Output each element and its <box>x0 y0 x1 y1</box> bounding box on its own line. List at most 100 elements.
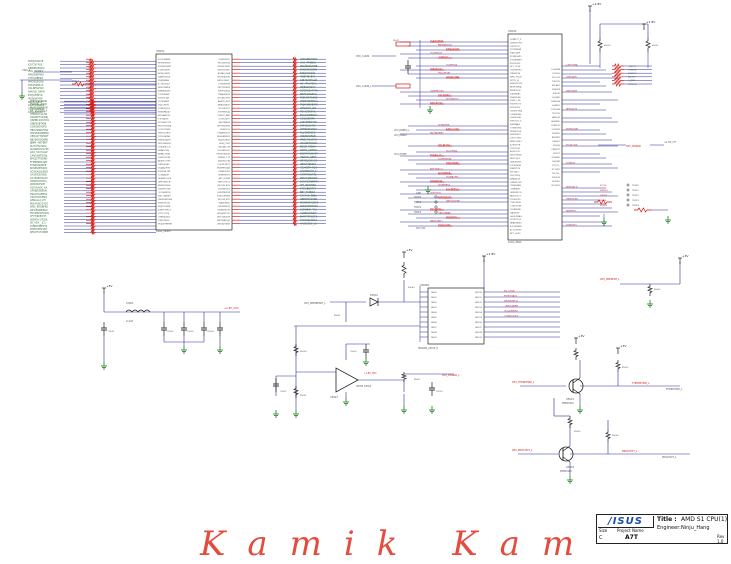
pin-label: DBG11 <box>475 297 483 299</box>
power-label: +3V <box>106 284 113 288</box>
pin-label: B0JDC29MB <box>158 206 171 208</box>
ground-symbol <box>601 218 607 226</box>
net-label: ANVQD_Q6VR <box>28 91 45 94</box>
pin-label: JMOVM_8SV <box>217 185 231 187</box>
resistor-h <box>90 121 96 126</box>
resistor-h <box>90 143 96 149</box>
pin-label: FAQYV3CT <box>510 194 521 197</box>
pin-label: DBG2 <box>431 302 437 304</box>
pin-label: 71FISJ60X <box>158 119 169 121</box>
net-label: IGFGKSMDZGC <box>30 209 48 212</box>
pin-label: DBG9 <box>431 337 437 339</box>
net-label: 9P4_B93V55S <box>300 184 316 187</box>
net-label: SCFQX9MM0XU <box>300 205 318 208</box>
resistor-h <box>292 148 298 153</box>
net-label: LO7Z6PO3G3V <box>30 177 48 180</box>
resistor-h <box>634 207 652 213</box>
net-label: NMC8I6RIWO <box>28 74 44 77</box>
resistor-h <box>88 61 96 68</box>
pin-label: WRV_GQ0C <box>510 76 522 78</box>
pin-label: E80_UAFWV <box>158 195 171 198</box>
net-label: OTF8CS31RQA <box>300 128 317 131</box>
pin-label: ZHJM2P <box>552 89 561 91</box>
pin-label: GEP7Z2H_X <box>218 182 231 184</box>
pin-label: F0U3RCOV <box>510 104 522 106</box>
net-label: 72XEQB <box>628 69 637 71</box>
net-label: S3E7S2KMLCZ <box>300 79 317 82</box>
net-label: 1EM0YB <box>628 84 637 86</box>
ground-symbol <box>181 346 187 354</box>
pin-label: 2049JYI_R <box>220 129 231 131</box>
ref-label: C5001 <box>108 331 115 333</box>
net-label: _UR60C86EW <box>503 306 518 308</box>
resistor-h <box>72 81 88 87</box>
pin-label: 9D11IFVTU <box>218 108 230 110</box>
pin-label: DBG0 <box>431 292 437 294</box>
resistor-h <box>90 127 96 133</box>
ref-label: R5043 <box>408 287 415 289</box>
pin-label: O3QIIP6WF <box>158 94 170 96</box>
pin-label: DBG1 <box>431 297 437 299</box>
pin-label: X2XIUYCB <box>510 144 521 146</box>
pin-label: XTM7O0_G <box>510 121 522 123</box>
net-label: 00_ADX__JC3 <box>30 222 46 225</box>
pin-label: P353DA_M8 <box>158 170 171 173</box>
ref-label: C5030 <box>350 351 357 353</box>
title-value: AMD S1 CPU(1) <box>681 516 728 523</box>
resistor-h <box>612 80 624 88</box>
resistor-h <box>292 137 298 142</box>
pin-label: AHBB_TNHJ <box>158 153 170 156</box>
pin-label: OS2HM7FQ <box>510 70 522 72</box>
pin-label: 70UWMBE7 <box>510 59 523 61</box>
pin-label: EGB6EEH2Y <box>218 133 231 135</box>
net-label: 2YFIQDBPZX <box>28 77 44 80</box>
pin-label: BE093MUA <box>510 86 522 89</box>
ground-symbol <box>577 406 583 414</box>
pin-label: O33BKG8S <box>510 114 522 116</box>
resistor-h <box>292 64 298 69</box>
net-label: CPU_PWRGD_L <box>442 374 460 377</box>
pin-label: PKXWYEM0D <box>217 154 231 156</box>
resistor-h <box>292 113 298 118</box>
pin-label: P323ZD1K8 <box>218 63 231 65</box>
ref-label: R5017 <box>72 80 80 83</box>
ref-label: R5050 <box>654 289 661 291</box>
pin-label: B1GV5V <box>551 185 560 187</box>
pin-label: 9ITT8_UJ <box>510 80 519 82</box>
net-label: RTZD1FE4YAH <box>30 228 47 231</box>
pin-label: R_7E0YC6Z <box>158 84 170 86</box>
watermark-text: Kamik Kam <box>200 524 597 564</box>
pin-label: 10JDNVAC <box>510 92 521 95</box>
net-label: UALNHOZ1J9 <box>28 87 44 90</box>
test-point <box>434 200 438 204</box>
pin-label: WBTWBSYJQ <box>217 220 230 222</box>
net-label: VRAURDL0T <box>430 67 443 70</box>
net-label: GB89EQ9GPU <box>28 67 45 70</box>
net-label: YO8DT8A8Y1_ <box>300 76 317 79</box>
resistor-v <box>292 386 300 398</box>
net-label: VLPTNXS7Q <box>446 98 459 100</box>
resistor-h <box>292 60 298 65</box>
net-label: K2YCSIYFUS <box>28 63 43 66</box>
ref-label: R5034 <box>300 351 307 353</box>
net-label: YUQBACP9L <box>446 175 459 178</box>
pin-label: DBG14 <box>475 312 483 314</box>
resistor-h <box>90 198 96 203</box>
net-label: L32HFWD9A <box>438 157 452 160</box>
ground-symbol <box>425 186 431 194</box>
net-label: NR_YFZGHTLA <box>30 110 48 113</box>
net-label: BB7_FA38J63 <box>300 191 316 194</box>
engineer-value: Ninju_Hang <box>681 525 710 531</box>
pin-label: C9R3NSV9S <box>218 206 231 208</box>
test-point <box>626 203 630 207</box>
net-label: 6MKCBVTS0 <box>430 102 443 104</box>
pin-label: 2LWSEQTNT <box>158 189 171 191</box>
net-label: TRDY1 <box>414 201 422 204</box>
net-label: W8ZG24IUC <box>430 220 443 222</box>
pin-label: 540RF2 <box>552 105 561 107</box>
resistor-v <box>614 360 622 372</box>
pin-label: GHK89_17Z <box>218 157 231 159</box>
pin-label: 2JA58I2V <box>510 211 520 214</box>
net-label: SM7NFVB6_8 <box>504 301 518 303</box>
resistor-h <box>90 182 96 187</box>
